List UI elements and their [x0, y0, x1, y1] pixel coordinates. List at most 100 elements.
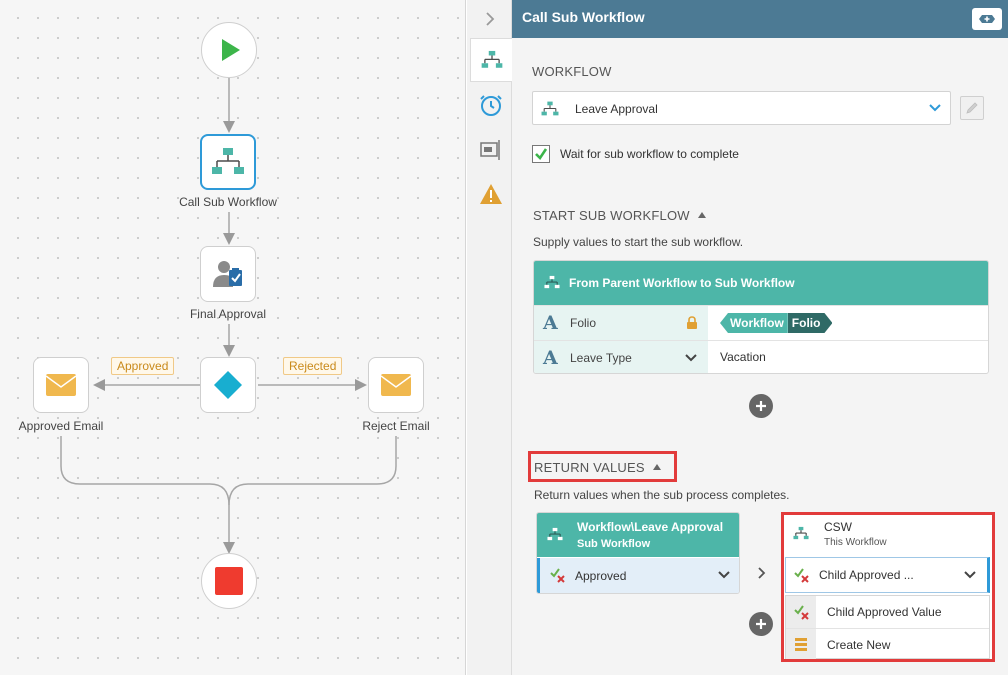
sub-workflow-icon	[544, 275, 560, 289]
dropdown-option-create-new[interactable]: Create New	[786, 628, 989, 661]
return-source-field[interactable]: Approved	[537, 558, 739, 593]
workflow-select[interactable]: Leave Approval	[532, 91, 951, 125]
add-tab-icon	[979, 15, 995, 23]
chevron-down-icon	[964, 571, 976, 579]
checkmark-icon	[535, 148, 548, 161]
stop-icon	[215, 567, 243, 595]
add-return-value-button[interactable]	[749, 612, 773, 636]
mapping-field-label: Leave Type	[570, 351, 632, 365]
reference-pill-part2: Folio	[788, 313, 833, 333]
plus-icon	[756, 619, 766, 629]
return-destination-value: Child Approved ...	[819, 568, 914, 582]
tab-sub-workflow[interactable]	[470, 38, 513, 82]
return-destination-header: CSW This Workflow	[783, 513, 992, 555]
mapping-field[interactable]: A Leave Type	[534, 341, 708, 373]
mapping-field-label: Folio	[570, 316, 597, 330]
warning-icon	[480, 184, 502, 204]
final-approval-label: Final Approval	[189, 307, 267, 321]
return-destination-highlight	[781, 512, 995, 662]
start-sub-workflow-section[interactable]: START SUB WORKFLOW	[533, 208, 706, 223]
mapping-card-header: From Parent Workflow to Sub Workflow	[534, 261, 988, 305]
sub-workflow-icon	[212, 148, 244, 174]
properties-panel: Call Sub Workflow WORKFLOW Leave Approva…	[512, 0, 1008, 675]
edit-workflow-button[interactable]	[960, 96, 984, 120]
workflow-canvas[interactable]: Call Sub Workflow Final Approval Approve…	[0, 0, 466, 675]
tab-escalation[interactable]	[470, 83, 512, 127]
mapping-row-leave-type: A Leave Type Vacation	[534, 340, 988, 373]
boolean-icon	[794, 605, 809, 620]
return-destination-title: CSW	[824, 520, 852, 534]
return-destination-card: CSW This Workflow Child Approved ... Chi…	[783, 513, 992, 661]
reject-email-label: Reject Email	[362, 419, 430, 433]
final-approval-node[interactable]	[200, 246, 256, 302]
return-source-field-label: Approved	[575, 569, 627, 583]
mapping-card-title: From Parent Workflow to Sub Workflow	[569, 276, 795, 290]
boolean-icon	[550, 568, 565, 583]
decision-node[interactable]	[200, 357, 256, 413]
mapping-field: A Folio	[534, 306, 708, 340]
start-node[interactable]	[201, 22, 257, 78]
panel-header: Call Sub Workflow	[512, 0, 1008, 38]
wait-checkbox[interactable]	[532, 145, 550, 163]
text-type-icon: A	[543, 312, 558, 334]
collapse-triangle-icon	[697, 212, 706, 218]
call-sub-workflow-node[interactable]	[200, 134, 256, 190]
return-source-card: Workflow\Leave Approval Sub Workflow App…	[536, 512, 740, 594]
folio-reference-pill[interactable]: Workflow Folio	[720, 313, 832, 333]
tab-warnings[interactable]	[470, 172, 512, 216]
return-destination-select[interactable]: Child Approved ...	[785, 557, 990, 593]
return-section-title: RETURN VALUES	[534, 460, 645, 475]
mapping-arrow-icon	[758, 567, 766, 579]
add-mapping-button[interactable]	[749, 394, 773, 418]
reference-pill-part1: Workflow	[720, 313, 788, 333]
end-node[interactable]	[201, 553, 257, 609]
tab-form[interactable]	[470, 128, 512, 172]
collapse-triangle-icon	[652, 464, 661, 470]
return-destination-subtitle: This Workflow	[824, 537, 887, 548]
sub-workflow-icon	[541, 101, 559, 116]
start-section-description: Supply values to start the sub workflow.	[533, 235, 744, 249]
return-section-description: Return values when the sub process compl…	[534, 488, 790, 502]
option-icon-area	[786, 596, 816, 628]
chevron-down-icon	[718, 571, 730, 579]
form-icon	[480, 140, 500, 160]
property-tabs	[467, 0, 513, 675]
approved-line-label[interactable]: Approved	[111, 357, 175, 375]
email-icon	[45, 374, 77, 396]
mapping-row-folio: A Folio Workflow Folio	[534, 305, 988, 340]
reject-email-node[interactable]	[368, 357, 424, 413]
rejected-line-label[interactable]: Rejected	[283, 357, 343, 375]
workflow-select-value: Leave Approval	[575, 102, 658, 116]
chevron-down-icon	[929, 104, 941, 112]
approved-email-label: Approved Email	[18, 419, 104, 433]
timer-icon	[480, 95, 502, 116]
dropdown-option-label: Child Approved Value	[827, 605, 942, 619]
user-task-icon	[213, 261, 242, 287]
text-type-icon: A	[543, 347, 558, 369]
wait-checkbox-label: Wait for sub workflow to complete	[560, 147, 739, 161]
pencil-icon	[966, 102, 978, 114]
connector-lines	[60, 77, 397, 554]
return-values-section[interactable]: RETURN VALUES	[534, 460, 661, 475]
mapping-value[interactable]: Vacation	[720, 350, 766, 364]
decision-diamond-icon	[214, 371, 242, 399]
sub-workflow-icon	[481, 50, 503, 68]
return-values-highlight	[528, 451, 677, 482]
workflow-section-title: WORKFLOW	[532, 64, 612, 79]
dropdown-option-label: Create New	[827, 638, 891, 652]
start-mapping-card: From Parent Workflow to Sub Workflow A F…	[533, 260, 989, 374]
approved-email-node[interactable]	[33, 357, 89, 413]
sub-workflow-icon	[547, 527, 563, 541]
return-source-header: Workflow\Leave Approval Sub Workflow	[537, 513, 739, 557]
chevron-down-icon	[685, 354, 697, 362]
dropdown-option-child-approved-value[interactable]: Child Approved Value	[786, 596, 989, 628]
panel-options-button[interactable]	[972, 8, 1002, 30]
return-source-subtitle: Sub Workflow	[577, 538, 651, 550]
play-icon	[222, 39, 240, 61]
collapse-panel-button[interactable]	[467, 0, 512, 38]
start-section-title: START SUB WORKFLOW	[533, 208, 690, 223]
lock-icon	[687, 316, 697, 329]
panel-title: Call Sub Workflow	[522, 9, 645, 25]
return-source-title: Workflow\Leave Approval	[577, 520, 724, 534]
return-destination-dropdown: Child Approved Value Create New	[785, 595, 990, 661]
